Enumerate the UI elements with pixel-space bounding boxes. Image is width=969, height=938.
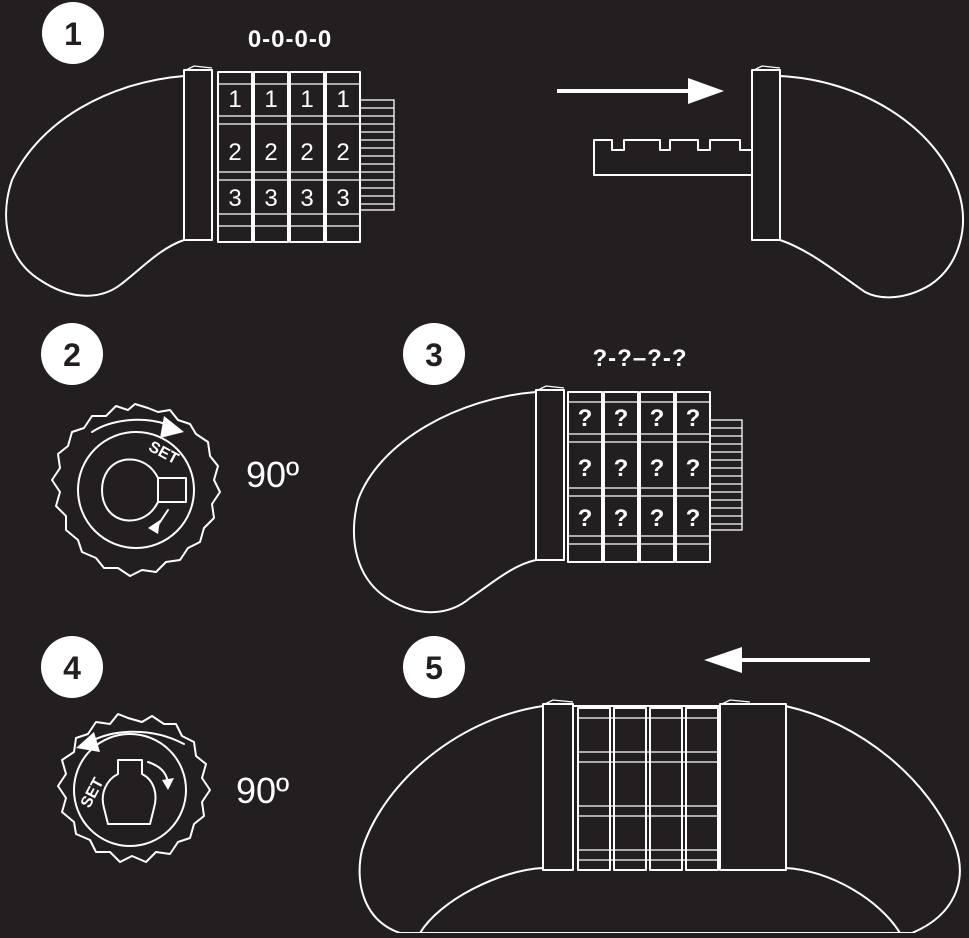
step-1-code-label: 0-0-0-0 (248, 26, 332, 53)
step-2: 2 SET 90º (41, 323, 299, 577)
lock-body-right (779, 75, 964, 299)
lock-body-left (5, 75, 185, 297)
svg-text:?: ? (686, 455, 701, 482)
step-2-number: 2 (63, 337, 81, 373)
lock-end-cap (183, 69, 213, 241)
svg-text:?: ? (614, 405, 629, 432)
svg-text:?: ? (650, 455, 665, 482)
svg-text:?: ? (578, 505, 593, 532)
svg-text:?: ? (650, 505, 665, 532)
svg-text:?: ? (614, 455, 629, 482)
svg-text:3: 3 (228, 185, 241, 212)
lock-end-cap-right (751, 69, 781, 241)
dial-wheels-step5 (577, 707, 719, 871)
svg-text:?: ? (578, 405, 593, 432)
svg-text:2: 2 (336, 139, 349, 166)
step-5-badge: 5 (403, 636, 465, 698)
step-3-code-label: ?-?–?-? (593, 345, 688, 372)
svg-text:2: 2 (264, 139, 277, 166)
knurled-grip (359, 99, 395, 211)
step-3-badge: 3 (403, 323, 465, 385)
svg-text:2: 2 (300, 139, 313, 166)
rotation-degrees: 90º (236, 770, 289, 811)
step-4: 4 SET 90º (41, 636, 289, 863)
key-icon (593, 139, 753, 176)
step-4-badge: 4 (41, 636, 103, 698)
step-5-number: 5 (425, 650, 443, 686)
svg-text:3: 3 (336, 185, 349, 212)
step-1-digits: 1 1 1 1 2 2 2 2 3 3 3 3 (228, 86, 349, 212)
svg-text:?: ? (686, 405, 701, 432)
svg-text:3: 3 (300, 185, 313, 212)
step-4-number: 4 (63, 650, 81, 686)
rotate-arrow-icon (76, 730, 185, 790)
svg-text:1: 1 (336, 86, 349, 113)
svg-text:?: ? (578, 455, 593, 482)
step-1: 1 0-0-0-0 (5, 2, 964, 299)
lock-body-left-step3 (353, 391, 537, 614)
step-5: 5 (358, 636, 961, 934)
set-knob-icon (51, 403, 221, 577)
svg-text:1: 1 (264, 86, 277, 113)
set-knob-icon (57, 713, 211, 863)
step-3-number: 3 (425, 337, 443, 373)
rotate-arrow-icon (91, 416, 184, 534)
svg-text:1: 1 (228, 86, 241, 113)
svg-text:?: ? (614, 505, 629, 532)
step-1-number: 1 (64, 16, 82, 52)
rotation-degrees: 90º (246, 454, 299, 495)
step-3-digits: ? ? ? ? ? ? ? ? ? ? ? ? (578, 405, 701, 532)
svg-text:2: 2 (228, 139, 241, 166)
arrow-right-icon (557, 78, 724, 104)
set-label: SET (146, 438, 182, 468)
dial-wheels (217, 71, 361, 243)
knurled-grip-step3 (709, 419, 743, 531)
step-3: 3 ?-?–?-? (353, 323, 743, 614)
svg-text:1: 1 (300, 86, 313, 113)
svg-text:3: 3 (264, 185, 277, 212)
step-2-badge: 2 (41, 323, 103, 385)
svg-text:?: ? (686, 505, 701, 532)
arrow-left-icon (704, 647, 870, 673)
svg-text:?: ? (650, 405, 665, 432)
dial-wheels-step3 (567, 391, 711, 563)
step-1-badge: 1 (42, 2, 104, 64)
